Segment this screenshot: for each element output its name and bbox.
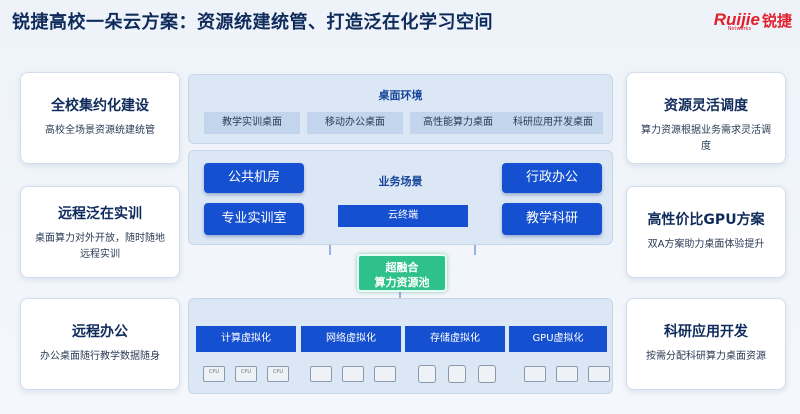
hub-line1: 超融合	[385, 261, 419, 274]
gpu-card-icon	[524, 366, 546, 382]
card-title: 资源灵活调度	[664, 98, 748, 114]
logo-sub-text: Networks	[727, 26, 752, 32]
card-title: 高性价比GPU方案	[647, 212, 765, 228]
gpu-icon-group	[524, 366, 610, 382]
feature-card-scheduling: 资源灵活调度 算力资源根据业务需求灵活调度	[626, 72, 786, 164]
desktop-item: 移动办公桌面	[307, 112, 403, 134]
scene-public-lab: 公共机房	[204, 163, 304, 193]
card-desc: 办公桌面随行教学数据随身	[40, 351, 160, 362]
switch-icon	[310, 366, 332, 382]
card-desc: 高校全场景资源统建统管	[45, 125, 155, 136]
database-icon	[418, 365, 436, 383]
logo-cn-text: 锐捷	[761, 11, 792, 30]
ruijie-logo: Ruijie 锐捷 Networks	[714, 8, 792, 32]
gpu-virtualization: GPU虚拟化	[509, 326, 607, 352]
feature-card-research: 科研应用开发 按需分配科研算力桌面资源	[626, 298, 786, 390]
storage-virtualization: 存储虚拟化	[405, 326, 505, 352]
hub-line2: 算力资源池	[374, 276, 430, 289]
card-title: 科研应用开发	[664, 324, 748, 340]
database-icon	[478, 365, 496, 383]
gpu-card-icon	[556, 366, 578, 382]
compute-virtualization: 计算虚拟化	[196, 326, 296, 352]
logo-text: Ruijie	[713, 10, 760, 29]
desktop-item: 科研应用开发桌面	[503, 112, 603, 134]
scene-admin-office: 行政办公	[502, 163, 602, 193]
card-title: 远程泛在实训	[58, 206, 142, 222]
card-desc: 按需分配科研算力桌面资源	[646, 351, 766, 362]
card-title: 全校集约化建设	[51, 98, 149, 114]
database-icon	[448, 365, 466, 383]
desktop-item: 教学实训桌面	[204, 112, 300, 134]
feature-card-campus: 全校集约化建设 高校全场景资源统建统管	[20, 72, 180, 164]
network-icon-group	[310, 366, 396, 382]
feature-card-remote-training: 远程泛在实训 桌面算力对外开放，随时随地远程实训	[20, 186, 180, 278]
feature-card-remote-office: 远程办公 办公桌面随行教学数据随身	[20, 298, 180, 390]
panel-title: 桌面环境	[378, 89, 423, 102]
cloud-terminal: 云终端	[338, 205, 468, 227]
switch-icon	[374, 366, 396, 382]
scene-research: 教学科研	[502, 203, 602, 235]
card-desc: 桌面算力对外开放，随时随地远程实训	[35, 233, 165, 260]
card-title: 远程办公	[72, 324, 128, 340]
cpu-icon: CPU	[267, 366, 289, 382]
feature-card-gpu: 高性价比GPU方案 双A方案助力桌面体验提升	[626, 186, 786, 278]
card-desc: 双A方案助力桌面体验提升	[647, 239, 765, 250]
switch-icon	[342, 366, 364, 382]
panel-title: 业务场景	[378, 175, 423, 188]
network-virtualization: 网络虚拟化	[301, 326, 401, 352]
desktop-item: 高性能算力桌面	[410, 112, 506, 134]
cpu-icon-group: CPU CPU CPU	[203, 366, 289, 382]
hci-resource-pool: 超融合 算力资源池	[357, 254, 447, 292]
gpu-card-icon	[588, 366, 610, 382]
scene-training-room: 专业实训室	[204, 203, 304, 235]
cpu-icon: CPU	[203, 366, 225, 382]
page-title: 锐捷高校一朵云方案：资源统建统管、打造泛在化学习空间	[12, 12, 493, 33]
cpu-icon: CPU	[235, 366, 257, 382]
storage-icon-group	[418, 365, 496, 383]
card-desc: 算力资源根据业务需求灵活调度	[641, 125, 771, 152]
